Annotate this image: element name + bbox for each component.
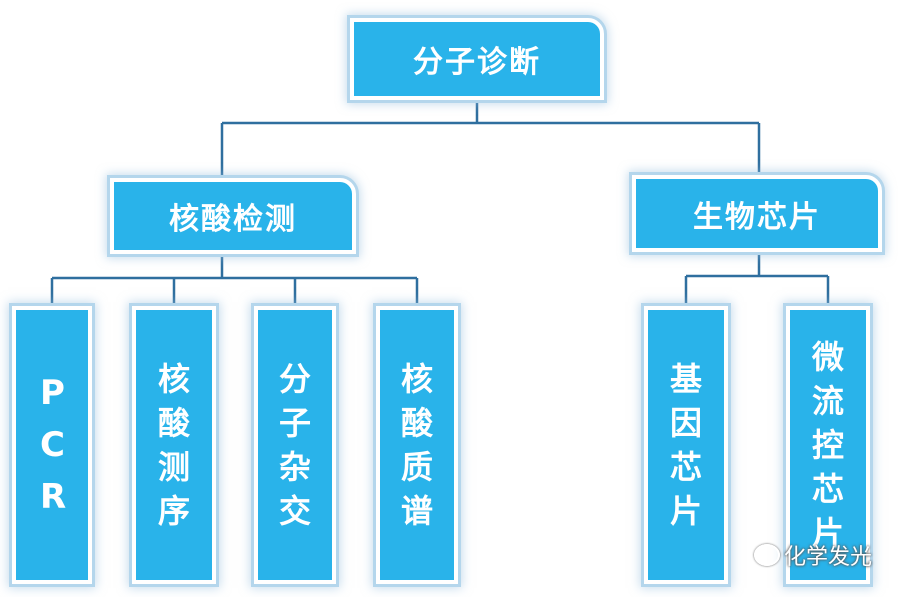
root-label: 分子诊断 xyxy=(413,45,541,80)
leaf-node-pcr: PCR xyxy=(12,306,92,584)
leaf-node-gene-chip: 基因芯片 xyxy=(644,306,728,584)
leaf-label: 微流控芯片 xyxy=(811,338,844,552)
leaf-label: 核酸质谱 xyxy=(400,360,433,530)
leaf-node-sequencing: 核酸测序 xyxy=(132,306,216,584)
branch-node-biochip: 生物芯片 xyxy=(632,175,882,252)
watermark: 化学发光 xyxy=(753,539,872,571)
wechat-icon xyxy=(753,544,780,566)
branch-node-nucleic-acid-detection: 核酸检测 xyxy=(110,178,356,254)
root-node: 分子诊断 xyxy=(350,18,604,100)
watermark-text: 化学发光 xyxy=(783,545,872,570)
leaf-node-mass-spec: 核酸质谱 xyxy=(376,306,458,584)
leaf-label: 核酸测序 xyxy=(157,360,190,530)
leaf-label: 基因芯片 xyxy=(669,360,702,530)
leaf-node-hybridization: 分子杂交 xyxy=(254,306,336,584)
branch-label: 核酸检测 xyxy=(169,202,297,237)
leaf-node-microfluidic-chip: 微流控芯片 xyxy=(786,306,870,584)
leaf-label: PCR xyxy=(40,373,67,517)
branch-label: 生物芯片 xyxy=(693,199,821,235)
leaf-label: 分子杂交 xyxy=(278,360,311,530)
